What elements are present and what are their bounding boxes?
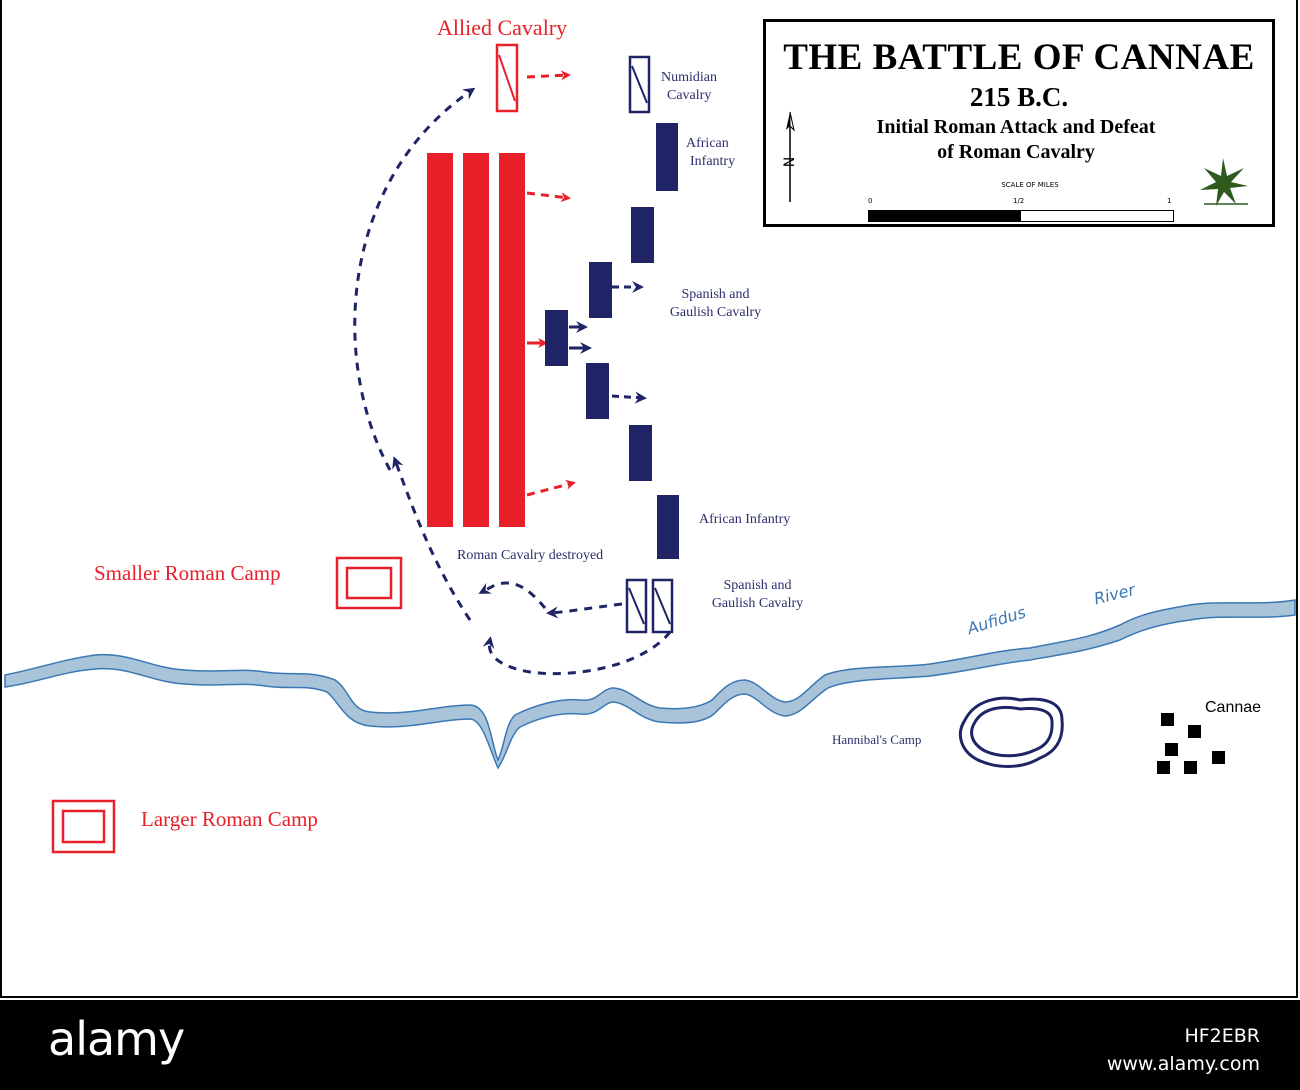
roman-infantry-line-3 (499, 153, 525, 527)
label-african-infantry-top: African Infantry (686, 135, 735, 171)
label-smaller-roman-camp: Smaller Roman Camp (94, 561, 281, 585)
carthaginian-block-5 (629, 425, 652, 481)
label-african-infantry-bottom: African Infantry (699, 512, 791, 527)
map-subtitle-line-2: of Roman Cavalry (937, 141, 1095, 163)
label-sg-bottom-line-2: Gaulish Cavalry (711, 596, 804, 611)
label-larger-roman-camp: Larger Roman Camp (141, 807, 318, 831)
map-title: THE BATTLE OF CANNAE (783, 37, 1255, 78)
cannae-town (1157, 713, 1225, 774)
watermark-id-block: HF2EBR www.alamy.com (1107, 1022, 1260, 1078)
african-infantry-unit-bottom (657, 495, 679, 559)
hannibals-camp (959, 696, 1064, 768)
scale-bar (868, 210, 1174, 222)
cavalry-attack-arrow (546, 602, 623, 619)
scale-tick-1: 1 (1167, 197, 1172, 205)
cavalry-return-arrow (482, 631, 672, 676)
watermark-site: www.alamy.com (1106, 1053, 1260, 1075)
roman-infantry-line-1 (427, 153, 453, 527)
roman-infantry-line-2 (463, 153, 489, 527)
label-spanish-gaulish-top: Spanish and Gaulish Cavalry (658, 286, 773, 322)
scale-label: SCALE OF MILES (1001, 181, 1059, 189)
map-subtitle: Initial Roman Attack and Defeat of Roman… (826, 115, 1206, 165)
carthaginian-block-1 (631, 207, 654, 263)
label-numidian-line-1: Numidian (661, 70, 717, 85)
map-frame (0, 0, 1298, 998)
north-arrow-icon: N (782, 111, 798, 202)
allied-cavalry-arrow (526, 70, 571, 81)
carthaginian-block-4 (586, 363, 609, 419)
label-african-top-line-1: African (686, 136, 729, 151)
label-spanish-gaulish-bottom: Spanish and Gaulish Cavalry (700, 577, 815, 613)
map-canvas (4, 43, 1296, 854)
roman-advance-arrow-top (526, 191, 571, 203)
label-cannae: Cannae (1205, 699, 1262, 716)
label-sg-top-line-1: Spanish and (681, 287, 750, 302)
label-numidian-line-2: Cavalry (667, 88, 712, 103)
watermark-logo: alamy (48, 1012, 185, 1066)
flank-sweep-arrow-upper (353, 87, 476, 471)
label-african-top-line-2: Infantry (690, 154, 736, 169)
compass-rose-icon (1200, 158, 1248, 206)
carthaginian-block-3 (545, 310, 568, 366)
scale-tick-half: 1/2 (1013, 197, 1025, 205)
watermark-image-id: HF2EBR (1184, 1025, 1260, 1047)
african-infantry-unit-top (656, 123, 678, 191)
label-sg-bottom-line-1: Spanish and (723, 578, 792, 593)
title-panel: THE BATTLE OF CANNAE 215 B.C. Initial Ro… (763, 19, 1275, 227)
cavalry-arrow-4 (611, 391, 647, 404)
label-numidian-cavalry: Numidian Cavalry (661, 69, 717, 105)
label-roman-cavalry-destroyed: Roman Cavalry destroyed (457, 548, 604, 563)
map-subtitle-line-1: Initial Roman Attack and Defeat (876, 116, 1156, 138)
aufidus-river (4, 599, 1296, 770)
watermark-band (0, 1000, 1300, 1090)
scale-tick-0: 0 (868, 197, 873, 205)
north-letter: N (782, 157, 798, 167)
cavalry-hook-arrow (478, 581, 547, 609)
label-hannibals-camp: Hannibal's Camp (832, 732, 922, 747)
label-allied-cavalry: Allied Cavalry (437, 15, 568, 40)
map-date: 215 B.C. (969, 82, 1069, 112)
carthaginian-block-2 (589, 262, 612, 318)
label-sg-top-line-2: Gaulish Cavalry (669, 305, 762, 320)
roman-advance-arrow-bottom (526, 479, 576, 497)
